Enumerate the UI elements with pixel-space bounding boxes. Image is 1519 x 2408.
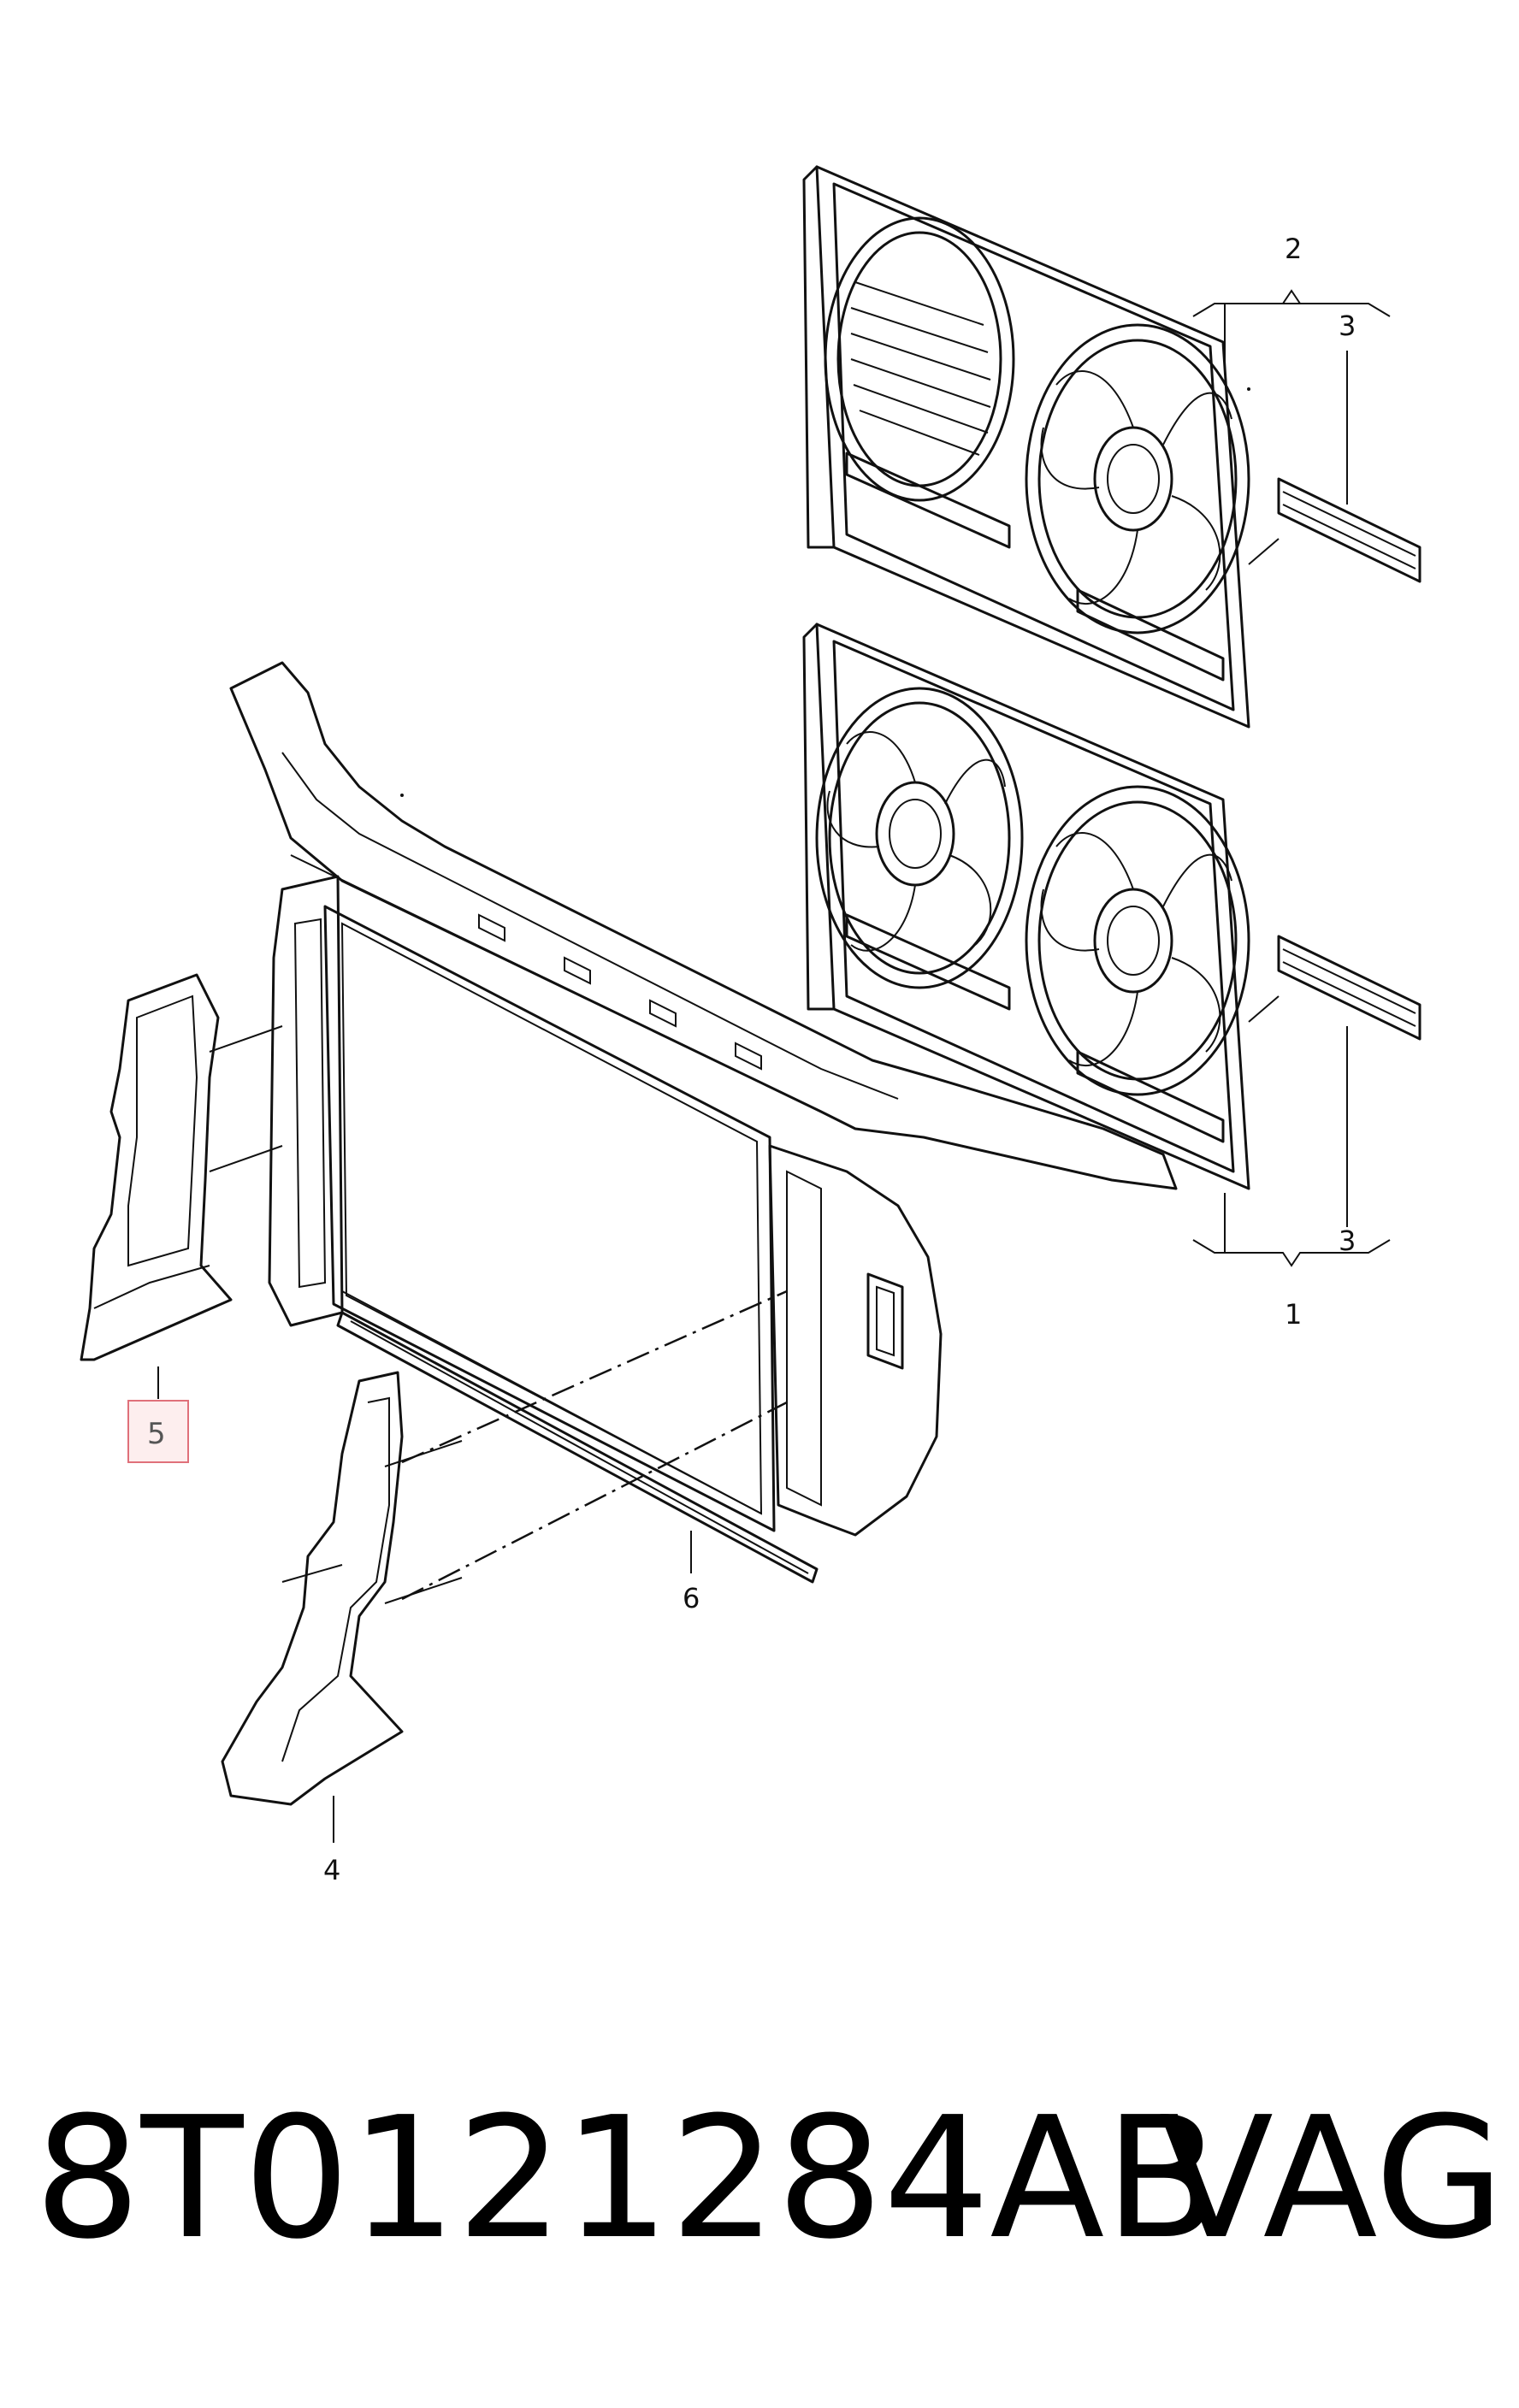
callout-1: 1 bbox=[1285, 1298, 1302, 1331]
part-number: 8T0121284AB bbox=[34, 2081, 1220, 2276]
callout-6: 6 bbox=[683, 1582, 700, 1614]
assembly-guide-lines bbox=[401, 1290, 788, 1601]
callout-bracket-1-3 bbox=[1192, 995, 1391, 1267]
callout-5: 5 bbox=[147, 1417, 166, 1451]
fan-shroud-single-fan bbox=[802, 165, 1250, 729]
callout-3-bottom: 3 bbox=[1339, 1225, 1356, 1257]
seal-strip-part-6 bbox=[336, 1311, 819, 1584]
highlight-box-5 bbox=[127, 1400, 189, 1463]
callout-4: 4 bbox=[323, 1854, 340, 1886]
brand-name: VAG bbox=[1159, 2081, 1505, 2276]
callout-2: 2 bbox=[1285, 233, 1302, 265]
seal-strip-top bbox=[1277, 477, 1421, 583]
callout-3-top: 3 bbox=[1339, 310, 1356, 342]
air-guide-left-part-5 bbox=[80, 973, 283, 1361]
callout-bracket-2-3 bbox=[1192, 289, 1391, 565]
air-guide-lower-part-4 bbox=[221, 1371, 463, 1843]
seal-strip-bottom bbox=[1277, 935, 1421, 1041]
front-carrier bbox=[229, 661, 1178, 1537]
fan-shroud-dual-fan bbox=[802, 623, 1250, 1190]
